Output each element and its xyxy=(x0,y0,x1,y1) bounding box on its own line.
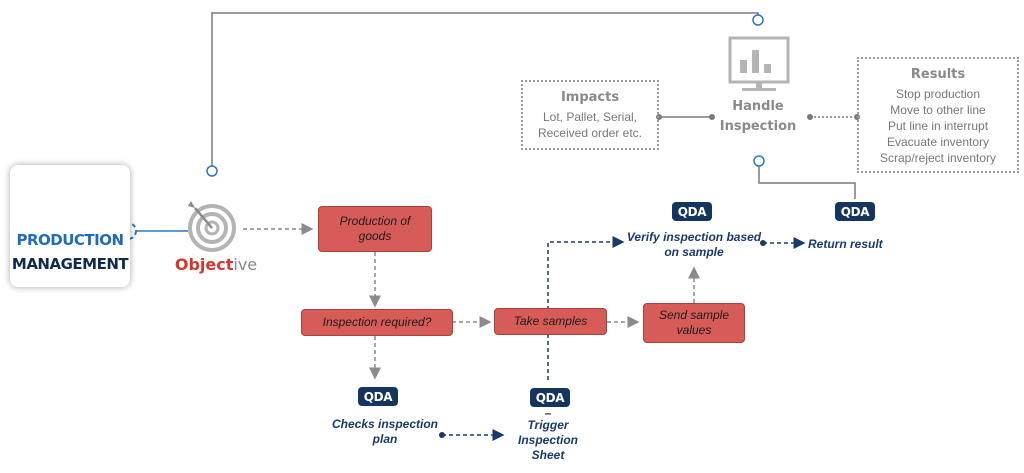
pm-title-line2: MANAGEMENT xyxy=(11,255,129,273)
connector-node xyxy=(206,165,218,177)
results-item: Evacuate inventory xyxy=(886,135,990,149)
target-icon xyxy=(188,201,236,252)
impacts-title: Impacts xyxy=(560,90,620,105)
box-production-of-goods: Production of goods xyxy=(318,206,432,252)
results-item: Scrap/reject inventory xyxy=(879,151,997,165)
connector-node xyxy=(753,155,765,167)
box-send-sample-values: Send sample values xyxy=(643,303,745,343)
objective-logo: Objective xyxy=(174,255,258,274)
qda-badge-checks: QDA xyxy=(358,387,398,406)
results-item: Put line in interrupt xyxy=(887,119,989,133)
label-trigger-dash: – xyxy=(544,406,552,420)
box-inspection-required: Inspection required? xyxy=(301,309,453,336)
handle-inspection-label: Handle Inspection xyxy=(719,99,797,134)
results-title: Results xyxy=(910,67,966,82)
results-box: Results Stop production Move to other li… xyxy=(857,57,1019,173)
impacts-item: Received order etc. xyxy=(537,126,643,140)
box-take-samples: Take samples xyxy=(494,308,607,335)
qda-badge-verify: QDA xyxy=(672,202,712,221)
qda-badge-return: QDA xyxy=(835,202,875,221)
results-item: Move to other line xyxy=(890,103,986,117)
monitor-chart-icon xyxy=(728,36,790,91)
label-verify-inspection: Verify inspection based on sample xyxy=(626,230,762,259)
label-return-result: Return result xyxy=(808,237,883,251)
pm-title-line1: PRODUCTION xyxy=(16,231,124,249)
label-trigger-inspection-sheet: Trigger Inspection Sheet xyxy=(517,418,578,462)
impacts-box: Impacts Lot, Pallet, Serial, Received or… xyxy=(521,80,659,150)
connector-objective-to-handle xyxy=(211,12,759,170)
qda-badge-trigger: QDA xyxy=(530,388,570,407)
production-management-card: PRODUCTION MANAGEMENT xyxy=(10,165,130,287)
connector-handle-return xyxy=(758,165,856,199)
results-item: Stop production xyxy=(895,87,981,101)
label-checks-inspection-plan: Checks inspection plan xyxy=(331,417,439,446)
connector-node xyxy=(752,14,764,26)
impacts-item: Lot, Pallet, Serial, xyxy=(542,110,638,124)
